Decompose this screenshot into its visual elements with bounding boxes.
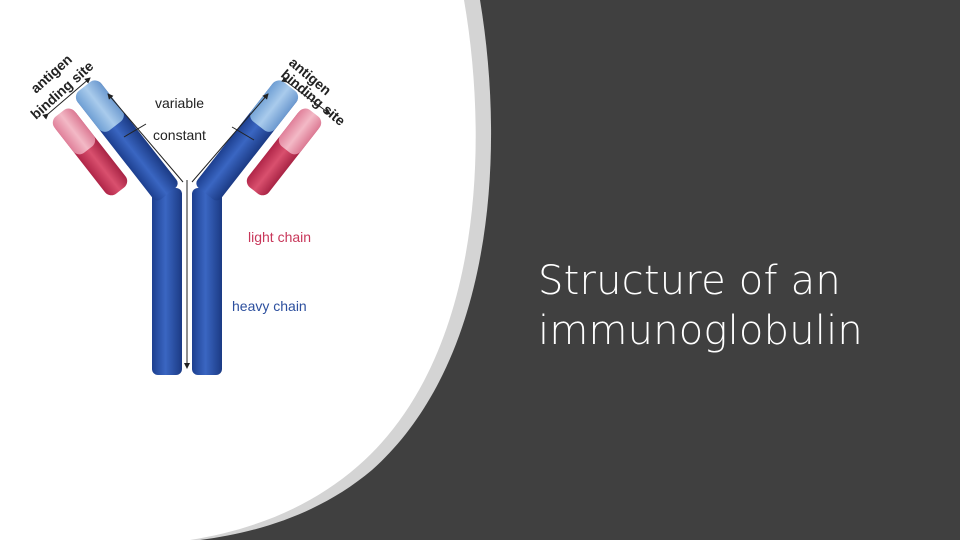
heavy-chain-stem-left: [152, 188, 182, 375]
constant-arrow-left: [107, 93, 184, 183]
boundary-tick-right: [231, 126, 255, 141]
label-variable: variable: [155, 95, 204, 111]
slide-title-line-1: Structure of an: [538, 258, 841, 304]
slide-title: Structure of an immunoglobulin: [538, 256, 938, 356]
constant-arrow-right: [191, 93, 269, 183]
label-light-chain: light chain: [248, 229, 311, 245]
light-variable-region-right: [278, 108, 322, 155]
label-heavy-chain: heavy chain: [232, 298, 307, 314]
heavy-chain-stem-right: [192, 188, 222, 375]
right-arm: [196, 80, 322, 201]
binding-site-bracket-right: [281, 76, 331, 115]
left-arm: [52, 80, 178, 201]
boundary-tick-left: [123, 123, 147, 138]
binding-site-bracket-left: [42, 77, 91, 120]
light-variable-region-left: [52, 108, 96, 155]
slide-title-line-2: immunoglobulin: [538, 308, 863, 354]
label-constant: constant: [153, 127, 206, 143]
